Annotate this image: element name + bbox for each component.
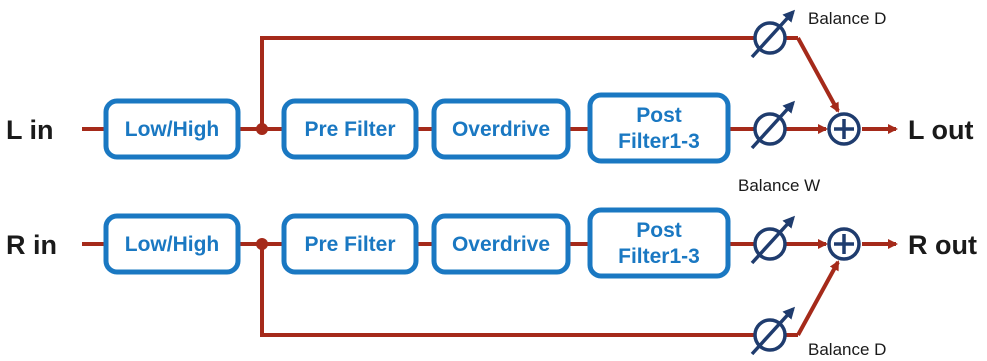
right-lowhigh-label: Low/High [125,233,219,256]
left-input-label: L in [6,115,54,145]
right-postfilter-label-line1: Post [636,219,682,242]
left-lowhigh-block [103,98,241,160]
right-wet-balance-knob-icon [750,215,796,265]
right-overdrive-label: Overdrive [452,233,550,256]
right-overdrive-block [431,213,571,275]
left-overdrive-block [431,98,571,160]
right-prefilter-block [281,213,419,275]
left-postfilter-label-line1: Post [636,104,682,127]
right-channel: R in Low/High Pre Filter Overdrive Post … [6,207,977,359]
left-dry-balance-knob-icon [750,9,796,59]
right-postfilter-label-line2: Filter1-3 [618,245,700,268]
left-wet-balance-label: Balance W [738,176,820,195]
left-lowhigh-label: Low/High [125,118,219,141]
right-output-label: R out [908,230,977,260]
right-sum-icon [827,227,861,261]
left-output-label: L out [908,115,973,145]
right-split-node [256,238,268,250]
right-prefilter-label: Pre Filter [304,233,395,256]
left-prefilter-label: Pre Filter [304,118,395,141]
right-lowhigh-block [103,213,241,275]
left-postfilter-label-line2: Filter1-3 [618,130,700,153]
left-dry-path-wire [260,36,755,129]
left-postfilter-block [587,92,731,164]
left-prefilter-block [281,98,419,160]
left-dry-balance-label: Balance D [808,9,886,28]
left-dry-wire-to-sum [796,37,840,113]
left-split-node [256,123,268,135]
right-dry-path-wire [260,244,755,337]
right-input-label: R in [6,230,57,260]
right-dry-balance-knob-icon [750,306,796,356]
right-dry-balance-label: Balance D [808,340,886,359]
left-sum-icon [827,112,861,146]
left-channel: L in Low/High Pre Filter Overdrive Post … [6,9,973,195]
right-postfilter-block [587,207,731,279]
right-dry-wire-to-sum [796,260,840,336]
left-overdrive-label: Overdrive [452,118,550,141]
left-wet-balance-knob-icon [750,100,796,150]
